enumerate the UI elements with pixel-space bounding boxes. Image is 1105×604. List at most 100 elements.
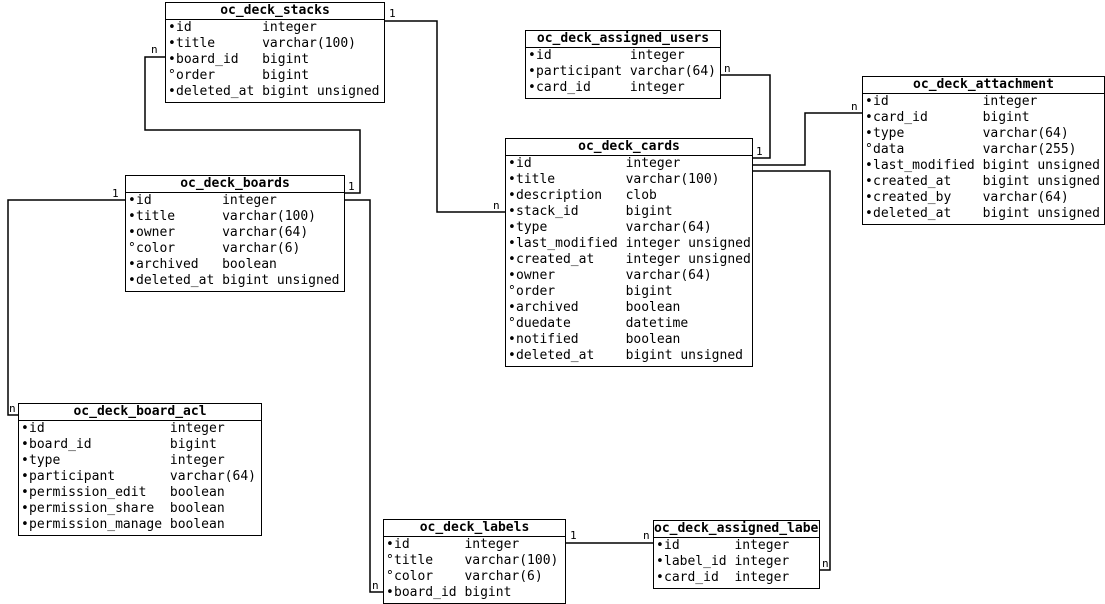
column-row-color: °color varchar(6)	[126, 241, 344, 257]
column-row-permission_edit: •permission_edit boolean	[19, 485, 261, 501]
nullable-marker-icon: °	[386, 553, 394, 568]
relationship-line-oc_deck_stacks-oc_deck_cards	[385, 20, 505, 213]
column-row-board_id: •board_id bigint	[166, 52, 384, 68]
primary-key-column-text: id integer	[516, 156, 681, 171]
column-row-deleted_at: •deleted_at bigint unsigned	[863, 206, 1104, 222]
notnull-marker-icon: •	[128, 225, 136, 240]
nullable-marker-icon: °	[865, 142, 873, 157]
column-text: owner varchar(64)	[516, 268, 712, 283]
entity-oc_deck_assigned_users: oc_deck_assigned_users•id integer•partic…	[525, 30, 721, 99]
notnull-marker-icon: •	[865, 126, 873, 141]
column-row-participant: •participant varchar(64)	[526, 64, 720, 80]
column-row-duedate: °duedate datetime	[506, 316, 752, 332]
notnull-marker-icon: •	[128, 209, 136, 224]
notnull-marker-icon: •	[656, 538, 664, 553]
cardinality-label: 1	[389, 7, 396, 20]
notnull-marker-icon: •	[508, 188, 516, 203]
column-text: type varchar(64)	[873, 126, 1069, 141]
column-text: stack_id bigint	[516, 204, 673, 219]
column-row-owner: •owner varchar(64)	[126, 225, 344, 241]
column-row-id: •id integer	[166, 20, 384, 36]
primary-key-column-text: id integer	[394, 537, 520, 552]
notnull-marker-icon: •	[168, 36, 176, 51]
column-row-label_id: •label_id integer	[654, 554, 819, 570]
column-row-deleted_at: •deleted_at bigint unsigned	[126, 273, 344, 289]
column-text: board_id bigint	[176, 52, 310, 67]
column-row-title: •title varchar(100)	[506, 172, 752, 188]
column-text: participant varchar(64)	[29, 469, 256, 484]
column-row-title: •title varchar(100)	[166, 36, 384, 52]
nullable-marker-icon: °	[168, 68, 176, 83]
column-row-type: •type varchar(64)	[863, 126, 1104, 142]
column-text: permission_edit boolean	[29, 485, 225, 500]
cardinality-label: 1	[570, 529, 577, 542]
column-text: label_id integer	[664, 554, 790, 569]
column-text: color varchar(6)	[394, 569, 543, 584]
notnull-marker-icon: •	[508, 348, 516, 363]
column-row-stack_id: •stack_id bigint	[506, 204, 752, 220]
cardinality-label: n	[9, 402, 16, 415]
cardinality-label: n	[372, 579, 379, 592]
relationship-line-oc_deck_boards-oc_deck_stacks	[144, 56, 361, 194]
column-row-id: •id integer	[526, 48, 720, 64]
notnull-marker-icon: •	[128, 273, 136, 288]
column-text: archived boolean	[136, 257, 277, 272]
entity-title: oc_deck_assigned_users	[526, 31, 720, 48]
notnull-marker-icon: •	[508, 236, 516, 251]
column-text: card_id bigint	[873, 110, 1030, 125]
column-text: data varchar(255)	[873, 142, 1077, 157]
column-row-created_at: •created_at integer unsigned	[506, 252, 752, 268]
notnull-marker-icon: •	[508, 220, 516, 235]
column-row-id: •id integer	[654, 538, 819, 554]
notnull-marker-icon: •	[528, 80, 536, 95]
column-row-data: °data varchar(255)	[863, 142, 1104, 158]
column-text: order bigint	[176, 68, 310, 83]
notnull-marker-icon: •	[21, 501, 29, 516]
column-text: deleted_at bigint unsigned	[516, 348, 743, 363]
column-text: last_modified integer unsigned	[516, 236, 751, 251]
notnull-marker-icon: •	[656, 554, 664, 569]
cardinality-label: n	[822, 557, 829, 570]
notnull-marker-icon: •	[865, 158, 873, 173]
cardinality-label: 1	[348, 180, 355, 193]
notnull-marker-icon: •	[128, 257, 136, 272]
notnull-marker-icon: •	[508, 252, 516, 267]
column-text: created_at integer unsigned	[516, 252, 751, 267]
primary-key-column-text: id integer	[873, 94, 1038, 109]
cardinality-label: n	[643, 529, 650, 542]
entity-oc_deck_attachment: oc_deck_attachment•id integer•card_id bi…	[862, 76, 1105, 225]
column-row-owner: •owner varchar(64)	[506, 268, 752, 284]
column-text: title varchar(100)	[136, 209, 317, 224]
column-text: permission_manage boolean	[29, 517, 225, 532]
column-row-card_id: •card_id bigint	[863, 110, 1104, 126]
column-text: deleted_at bigint unsigned	[873, 206, 1100, 221]
column-row-deleted_at: •deleted_at bigint unsigned	[166, 84, 384, 100]
notnull-marker-icon: •	[21, 485, 29, 500]
cardinality-label: 1	[112, 187, 119, 200]
entity-title: oc_deck_stacks	[166, 3, 384, 20]
relationship-line-oc_deck_cards-oc_deck_attachment	[753, 112, 862, 166]
entity-oc_deck_stacks: oc_deck_stacks•id integer•title varchar(…	[165, 2, 385, 103]
column-text: card_id integer	[536, 80, 685, 95]
notnull-marker-icon: •	[865, 110, 873, 125]
column-row-order: °order bigint	[166, 68, 384, 84]
column-text: board_id bigint	[29, 437, 217, 452]
entity-title: oc_deck_labels	[384, 520, 565, 537]
column-text: last_modified bigint unsigned	[873, 158, 1100, 173]
entity-title: oc_deck_assigned_labels	[654, 521, 819, 538]
column-row-id: •id integer	[863, 94, 1104, 110]
notnull-marker-icon: •	[21, 517, 29, 532]
notnull-marker-icon: •	[386, 585, 394, 600]
column-row-id: •id integer	[126, 193, 344, 209]
entity-oc_deck_assigned_labels: oc_deck_assigned_labels•id integer•label…	[653, 520, 820, 589]
primary-key-column-text: id integer	[536, 48, 685, 63]
relationship-line-oc_deck_boards-oc_deck_board_acl	[7, 199, 125, 416]
column-row-notified: •notified boolean	[506, 332, 752, 348]
entity-title: oc_deck_boards	[126, 176, 344, 193]
notnull-marker-icon: •	[528, 48, 536, 63]
column-row-board_id: •board_id bigint	[19, 437, 261, 453]
entity-title: oc_deck_board_acl	[19, 404, 261, 421]
